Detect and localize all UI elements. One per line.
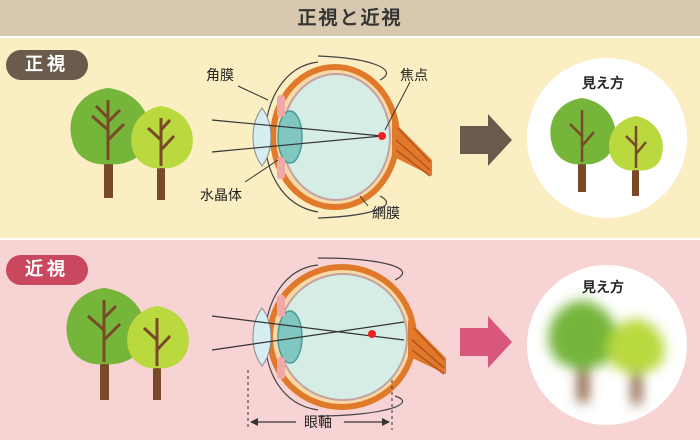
arrow-right-icon — [460, 114, 512, 166]
clear-trees-icon — [550, 98, 663, 196]
axial-length-label: 眼軸 — [304, 415, 332, 431]
tree-large-icon-bottom — [66, 288, 146, 400]
normal-view-label: 見え方 — [581, 75, 624, 92]
tree-large-icon — [70, 88, 150, 198]
myopia-view-label: 見え方 — [581, 279, 624, 296]
normal-vision-badge: 正視 — [6, 50, 88, 80]
retina-label: 網膜 — [372, 206, 400, 222]
normal-eye-icon — [211, 55, 432, 219]
focus-label: 焦点 — [400, 68, 428, 84]
lens-label: 水晶体 — [200, 188, 242, 204]
axial-length-marker — [247, 370, 393, 430]
arrow-right-icon-pink — [460, 316, 512, 368]
myopia-badge: 近視 — [6, 255, 88, 285]
tree-small-icon — [131, 106, 193, 200]
myopic-eye-icon — [211, 257, 446, 417]
blurred-trees-icon — [548, 300, 665, 404]
title-bar — [0, 0, 700, 36]
tree-small-icon-bottom — [127, 306, 189, 400]
page-title: 正視と近視 — [297, 7, 403, 29]
cornea-label: 角膜 — [206, 68, 234, 84]
